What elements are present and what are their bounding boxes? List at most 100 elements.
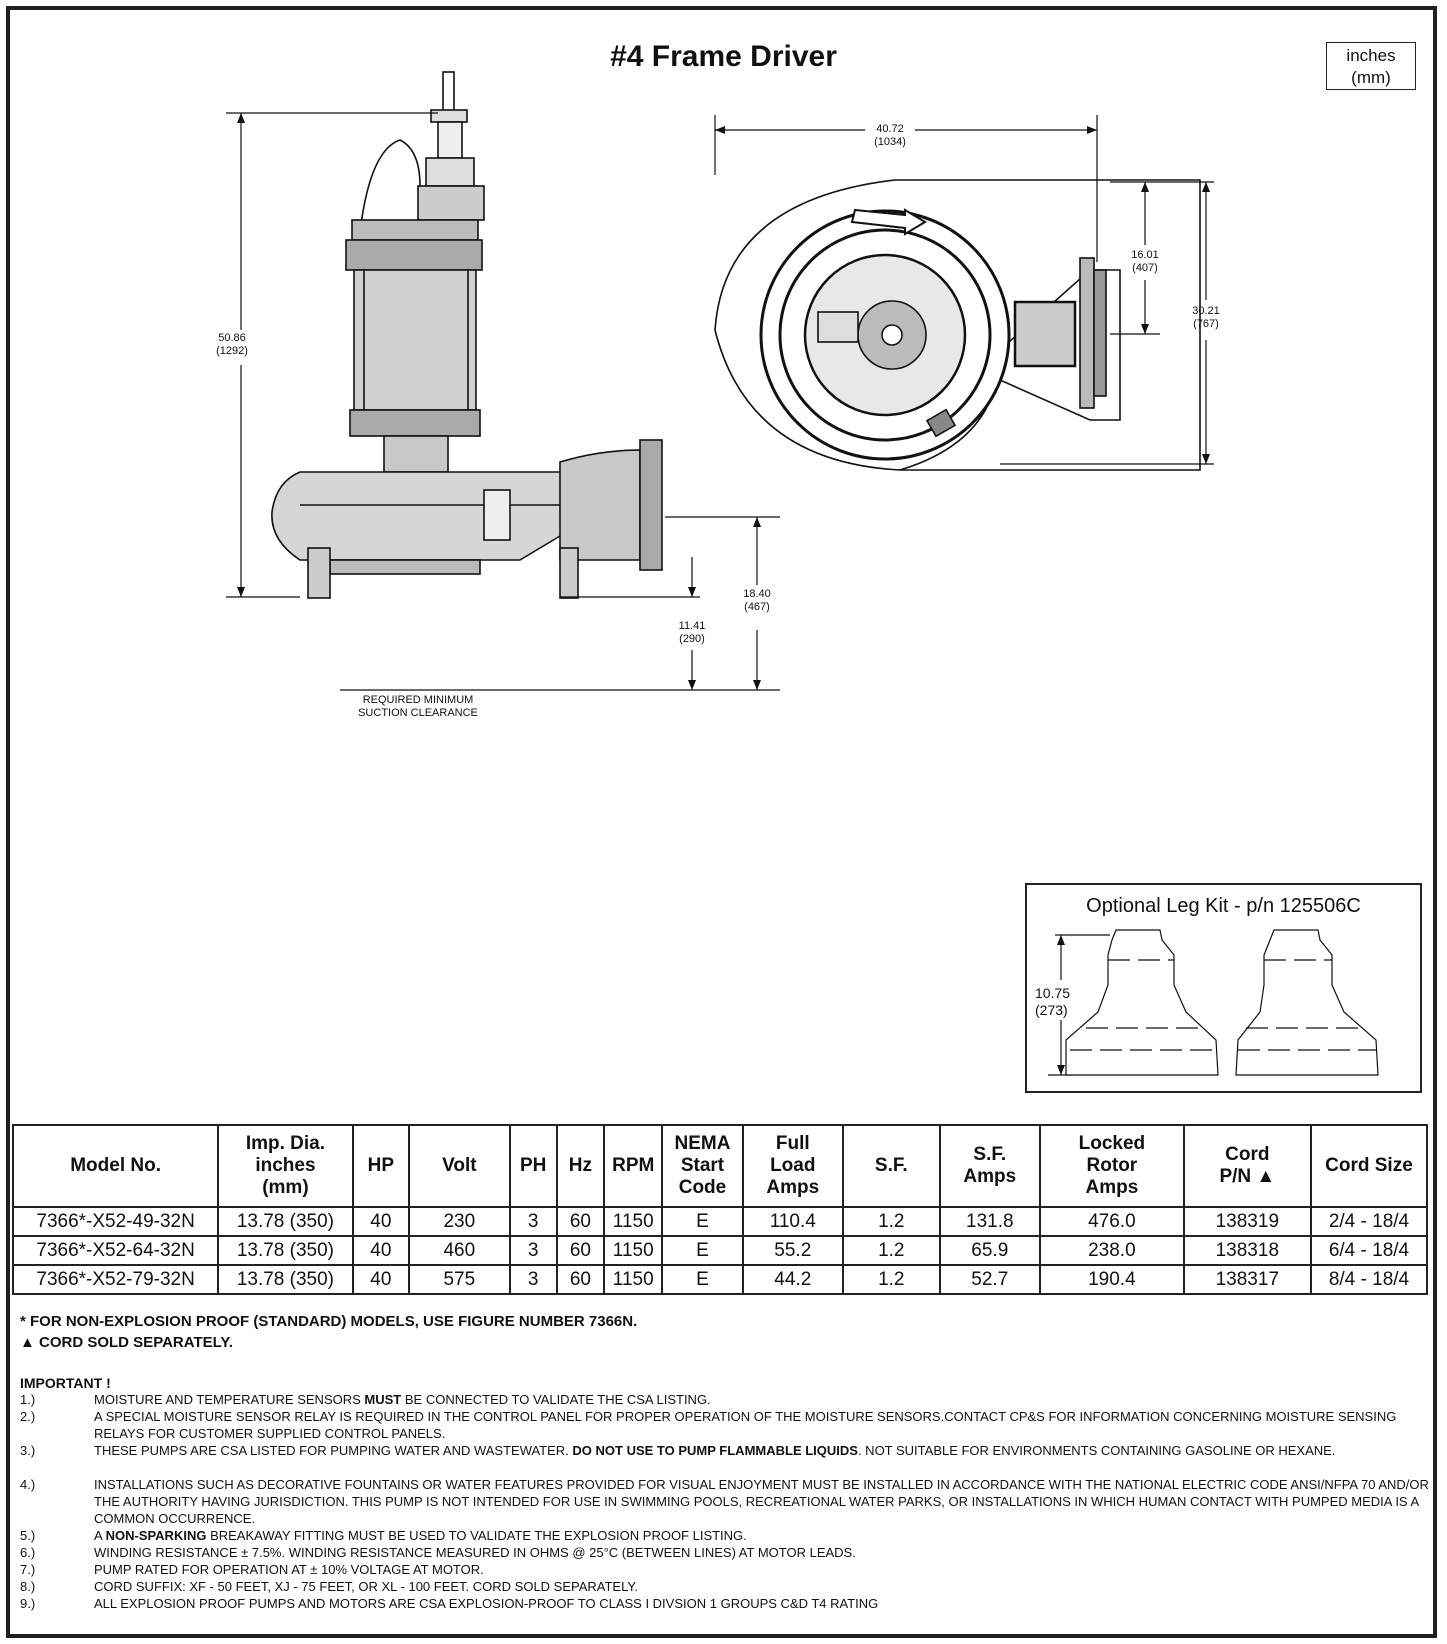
note-text: WINDING RESISTANCE ± 7.5%. WINDING RESIS… bbox=[94, 1544, 1434, 1561]
table-cell: 575 bbox=[408, 1264, 511, 1295]
table-cell: 6/4 - 18/4 bbox=[1309, 1235, 1429, 1266]
table-cell: 138317 bbox=[1182, 1264, 1312, 1295]
table-cell: 110.4 bbox=[741, 1206, 845, 1237]
footnote-1: * FOR NON-EXPLOSION PROOF (STANDARD) MOD… bbox=[20, 1313, 638, 1330]
column-header-line: RPM bbox=[612, 1155, 655, 1176]
top-view-dimensions bbox=[714, 115, 1214, 465]
table-cell: 44.2 bbox=[741, 1264, 845, 1295]
note-number: 6.) bbox=[20, 1545, 36, 1560]
column-header: RPM bbox=[602, 1124, 664, 1208]
column-header: Imp. Dia.inches(mm) bbox=[217, 1124, 354, 1208]
table-cell: 1150 bbox=[602, 1206, 664, 1237]
note-text-part: BE CONNECTED TO VALIDATE THE CSA LISTING… bbox=[401, 1392, 711, 1407]
table-cell: 138318 bbox=[1182, 1235, 1312, 1266]
note-text-part: . NOT SUITABLE FOR ENVIRONMENTS CONTAINI… bbox=[857, 1443, 1336, 1458]
note-text-part: MOISTURE AND TEMPERATURE SENSORS bbox=[94, 1392, 365, 1407]
note-text-part: NON-SPARKING bbox=[105, 1528, 207, 1543]
side-view-pump bbox=[271, 71, 663, 599]
table-cell: 131.8 bbox=[938, 1206, 1042, 1237]
column-header: S.F.Amps bbox=[938, 1124, 1042, 1208]
column-header-line: Cord Size bbox=[1325, 1155, 1413, 1176]
table-cell: 190.4 bbox=[1039, 1264, 1185, 1295]
column-header-line: HP bbox=[367, 1155, 395, 1176]
note-text: INSTALLATIONS SUCH AS DECORATIVE FOUNTAI… bbox=[94, 1476, 1434, 1527]
top-view-arrows bbox=[715, 126, 1210, 464]
note-text-part: BREAKAWAY FITTING MUST BE USED TO VALIDA… bbox=[206, 1528, 747, 1543]
note-text-part: DO NOT USE TO PUMP FLAMMABLE LIQUIDS bbox=[572, 1443, 858, 1458]
note-number: 4.) bbox=[20, 1477, 36, 1492]
table-cell: 1150 bbox=[602, 1235, 664, 1266]
column-header-line: (mm) bbox=[262, 1177, 309, 1198]
column-header-line: S.F. bbox=[874, 1155, 908, 1176]
column-header: S.F. bbox=[842, 1124, 941, 1208]
column-header-line: Hz bbox=[568, 1155, 592, 1176]
column-header-line: NEMA bbox=[674, 1133, 731, 1154]
column-header: Hz bbox=[555, 1124, 605, 1208]
leg-kit-title: Optional Leg Kit - p/n 125506C bbox=[1086, 895, 1361, 917]
footnotes: * FOR NON-EXPLOSION PROOF (STANDARD) MOD… bbox=[20, 1311, 637, 1353]
table-cell: E bbox=[661, 1206, 744, 1237]
table-cell: 60 bbox=[555, 1235, 605, 1266]
table-cell: 1150 bbox=[602, 1264, 664, 1295]
note-text-part: ALL EXPLOSION PROOF PUMPS AND MOTORS ARE… bbox=[94, 1596, 879, 1611]
dim-suction-clearance: 11.41(290) bbox=[678, 620, 706, 645]
table-cell: 8/4 - 18/4 bbox=[1309, 1264, 1429, 1295]
column-header: PH bbox=[508, 1124, 558, 1208]
note-text: A NON-SPARKING BREAKAWAY FITTING MUST BE… bbox=[94, 1527, 1434, 1544]
leg-kit-box: Optional Leg Kit - p/n 125506C bbox=[1025, 883, 1422, 1093]
column-header-line: Code bbox=[678, 1177, 727, 1198]
note-number: 2.) bbox=[20, 1409, 36, 1424]
side-view-dimensions bbox=[226, 112, 780, 691]
note-number: 7.) bbox=[20, 1562, 36, 1577]
units-inches: inches bbox=[1346, 46, 1396, 65]
column-header-line: PH bbox=[520, 1155, 547, 1176]
note-text-part: MUST bbox=[364, 1392, 402, 1407]
table-cell: 40 bbox=[351, 1235, 411, 1266]
dim-width: 40.72(1034) bbox=[874, 123, 906, 148]
note-text: MOISTURE AND TEMPERATURE SENSORS MUST BE… bbox=[94, 1391, 1434, 1408]
table-cell: 55.2 bbox=[741, 1235, 845, 1266]
column-header-line: Amps bbox=[1085, 1177, 1139, 1198]
table-cell: E bbox=[661, 1264, 744, 1295]
table-cell: 2/4 - 18/4 bbox=[1309, 1206, 1429, 1237]
table-cell: 1.2 bbox=[842, 1264, 941, 1295]
column-header-line: Load bbox=[770, 1155, 816, 1176]
dim-discharge-height: 18.40(467) bbox=[743, 588, 771, 613]
column-header-line: Full bbox=[775, 1133, 810, 1154]
units-mm: (mm) bbox=[1351, 68, 1391, 87]
table-cell: 7366*-X52-49-32N bbox=[11, 1206, 220, 1237]
table-cell: 60 bbox=[555, 1264, 605, 1295]
table-cell: 65.9 bbox=[938, 1235, 1042, 1266]
page-title: #4 Frame Driver bbox=[610, 40, 837, 73]
table-cell: 460 bbox=[408, 1235, 511, 1266]
footnote-2: ▲ CORD SOLD SEPARATELY. bbox=[20, 1334, 233, 1351]
column-header-line: Cord bbox=[1225, 1144, 1270, 1165]
table-cell: 13.78 (350) bbox=[217, 1264, 354, 1295]
note-text-part: PUMP RATED FOR OPERATION AT ± 10% VOLTAG… bbox=[94, 1562, 484, 1577]
column-header-line: Start bbox=[680, 1155, 725, 1176]
column-header-line: Amps bbox=[766, 1177, 820, 1198]
note-number: 8.) bbox=[20, 1579, 36, 1594]
table-cell: 1.2 bbox=[842, 1206, 941, 1237]
column-header: Cord Size bbox=[1309, 1124, 1429, 1208]
note-number: 1.) bbox=[20, 1392, 36, 1407]
table-cell: E bbox=[661, 1235, 744, 1266]
note-text: THESE PUMPS ARE CSA LISTED FOR PUMPING W… bbox=[94, 1442, 1434, 1459]
note-text: A SPECIAL MOISTURE SENSOR RELAY IS REQUI… bbox=[94, 1408, 1434, 1442]
table-cell: 40 bbox=[351, 1206, 411, 1237]
note-text: ALL EXPLOSION PROOF PUMPS AND MOTORS ARE… bbox=[94, 1595, 1434, 1612]
table-cell: 238.0 bbox=[1039, 1235, 1185, 1266]
table-cell: 60 bbox=[555, 1206, 605, 1237]
table-cell: 3 bbox=[508, 1235, 558, 1266]
note-text-part: A SPECIAL MOISTURE SENSOR RELAY IS REQUI… bbox=[94, 1409, 1397, 1441]
